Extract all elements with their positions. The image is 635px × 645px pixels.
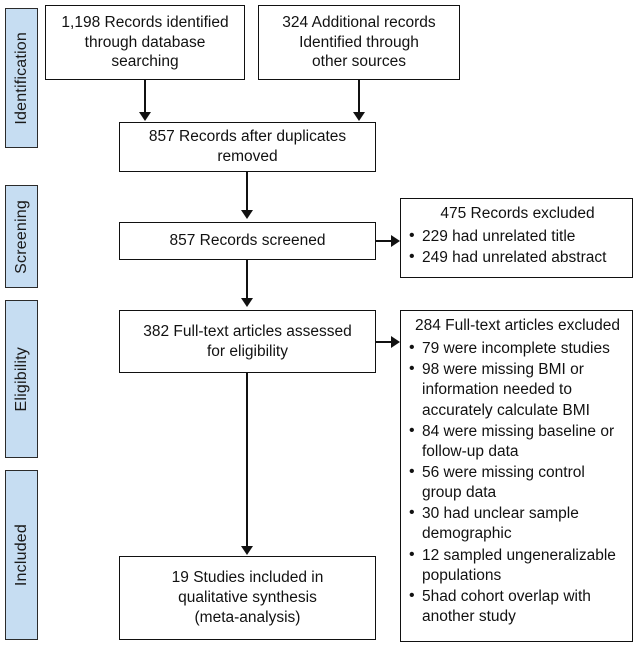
fulltext-excluded-item-6-line-1: 12 sampled ungeneralizable	[422, 546, 616, 564]
stage-label-eligibility: Eligibility	[5, 300, 38, 458]
box-other-sources-line-1: 324 Additional records	[282, 13, 436, 31]
fulltext-excluded-item-7-line-2: another study	[422, 607, 516, 625]
records-excluded-item-1-line-1: 229 had unrelated title	[422, 228, 576, 246]
stage-label-identification-text: Identification	[12, 31, 30, 125]
fulltext-excluded-item-6-line-2: populations	[422, 566, 502, 584]
fulltext-excluded-item-7-line-1: 5had cohort overlap with	[422, 587, 591, 605]
fulltext-excluded-item-2-line-3: accurately calculate BMI	[422, 401, 590, 419]
box-records-screened-line-1: 857 Records screened	[169, 232, 326, 250]
list-item: 98 were missing BMI or information neede…	[409, 359, 626, 420]
fulltext-excluded-item-3-line-2: follow-up data	[422, 442, 519, 460]
fulltext-excluded-item-1-line-1: 79 were incomplete studies	[422, 340, 610, 358]
box-database-search: 1,198 Records identified through databas…	[45, 5, 245, 80]
fulltext-excluded-item-4-line-1: 56 were missing control	[422, 463, 585, 481]
box-other-sources-line-2: Identified through	[299, 33, 419, 51]
box-records-excluded: 475 Records excluded 229 had unrelated t…	[400, 198, 633, 278]
stage-label-screening-text: Screening	[12, 199, 30, 274]
arrowhead-screened-to-fulltext	[241, 298, 253, 307]
connector-screened-to-fulltext	[246, 260, 248, 299]
arrowhead-other-sources-to-duplicates	[353, 112, 365, 121]
stage-label-screening: Screening	[5, 185, 38, 288]
connector-screened-to-excluded	[376, 240, 394, 242]
box-records-excluded-heading: 475 Records excluded	[440, 205, 595, 222]
stage-label-identification: Identification	[5, 8, 38, 148]
list-item: 229 had unrelated title	[409, 226, 626, 247]
list-item: 79 were incomplete studies	[409, 338, 626, 359]
box-included-studies-line-2: qualitative synthesis	[178, 589, 317, 607]
box-fulltext-excluded: 284 Full-text articles excluded 79 were …	[400, 310, 633, 642]
stage-label-eligibility-text: Eligibility	[12, 346, 30, 412]
box-fulltext-assessed-line-2: for eligibility	[207, 342, 288, 360]
box-fulltext-assessed-line-1: 382 Full-text articles assessed	[143, 322, 352, 340]
box-other-sources: 324 Additional records Identified throug…	[258, 5, 460, 80]
records-excluded-list: 229 had unrelated title 249 had unrelate…	[409, 226, 626, 268]
arrowhead-duplicates-to-screened	[241, 210, 253, 219]
box-included-studies-line-3: (meta-analysis)	[194, 608, 301, 626]
connector-fulltext-to-excluded	[376, 341, 394, 343]
box-after-duplicates-line-2: removed	[217, 148, 278, 165]
list-item: 84 were missing baseline or follow-up da…	[409, 421, 626, 462]
box-other-sources-line-3: other sources	[312, 53, 406, 71]
list-item: 5had cohort overlap with another study	[409, 586, 626, 627]
arrowhead-database-to-duplicates	[139, 112, 151, 121]
box-database-search-line-1: 1,198 Records identified	[61, 13, 229, 31]
stage-label-included-text: Included	[12, 523, 30, 587]
box-included-studies-line-1: 19 Studies included in	[171, 569, 324, 587]
fulltext-excluded-item-5-line-2: demographic	[422, 525, 512, 543]
fulltext-excluded-item-2-line-2: information needed to	[422, 381, 572, 399]
box-database-search-line-2: through database	[84, 33, 206, 51]
fulltext-excluded-item-5-line-1: 30 had unclear sample	[422, 505, 579, 523]
box-database-search-line-3: searching	[111, 53, 179, 71]
fulltext-excluded-item-2-line-1: 98 were missing BMI or	[422, 361, 584, 379]
box-fulltext-assessed: 382 Full-text articles assessed for elig…	[119, 310, 376, 373]
stage-label-included: Included	[5, 470, 38, 640]
connector-duplicates-to-screened	[246, 172, 248, 211]
box-after-duplicates-line-1: 857 Records after duplicates	[148, 128, 347, 146]
arrowhead-fulltext-to-included	[241, 546, 253, 555]
box-fulltext-excluded-heading: 284 Full-text articles excluded	[414, 317, 621, 334]
list-item: 12 sampled ungeneralizable populations	[409, 545, 626, 586]
box-included-studies: 19 Studies included in qualitative synth…	[119, 556, 376, 640]
records-excluded-item-2-line-1: 249 had unrelated abstract	[422, 249, 607, 267]
fulltext-excluded-item-4-line-2: group data	[422, 484, 497, 502]
arrowhead-screened-to-excluded	[391, 235, 400, 247]
connector-database-to-duplicates	[144, 80, 146, 114]
list-item: 56 were missing control group data	[409, 462, 626, 503]
box-after-duplicates: 857 Records after duplicates removed	[119, 122, 376, 172]
list-item: 249 had unrelated abstract	[409, 247, 626, 268]
connector-fulltext-to-included	[246, 373, 248, 547]
fulltext-excluded-item-3-line-1: 84 were missing baseline or	[422, 422, 615, 440]
connector-other-sources-to-duplicates	[358, 80, 360, 114]
box-records-screened: 857 Records screened	[119, 222, 376, 260]
list-item: 30 had unclear sample demographic	[409, 503, 626, 544]
arrowhead-fulltext-to-excluded	[391, 336, 400, 348]
fulltext-excluded-list: 79 were incomplete studies 98 were missi…	[409, 338, 626, 627]
